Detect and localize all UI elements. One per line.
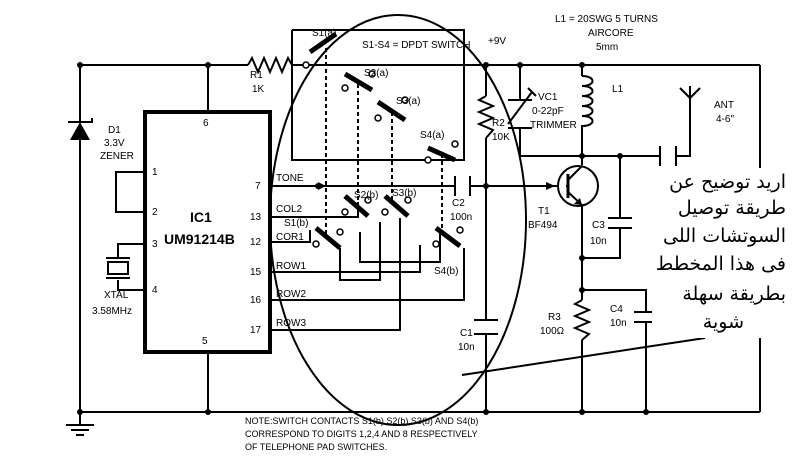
arabic-note-line: بطريقة سهلة — [682, 283, 786, 305]
arrow-icon — [318, 182, 326, 190]
arrow-icon — [546, 182, 555, 190]
l1-spec-line: L1 = 20SWG 5 TURNS — [555, 14, 658, 25]
note-line: NOTE:SWITCH CONTACTS S1(b),S2(b),S3(b) A… — [245, 416, 478, 426]
r2-value-label: 10K — [492, 132, 510, 143]
capacitor-c1 — [474, 319, 498, 335]
c3-ref-label: C3 — [592, 220, 605, 231]
arabic-note-line: فى هذا المخطط — [656, 253, 786, 275]
c2-ref-label: C2 — [452, 198, 465, 209]
c1-value-label: 10n — [458, 342, 475, 353]
resistor-r1 — [247, 55, 293, 75]
pin-label: 1 — [152, 167, 158, 178]
c1-ref-label: C1 — [460, 328, 473, 339]
pin-label: 3 — [152, 239, 158, 250]
switch-label: S4(b) — [434, 266, 458, 277]
ic1-part-label: UM91214B — [164, 231, 235, 247]
ant-label: ANT — [714, 100, 734, 111]
switch-linkages — [325, 48, 443, 236]
crystal-xtal — [106, 257, 130, 279]
note-line: CORRESPOND TO DIGITS 1,2,4 AND 8 RESPECT… — [245, 429, 478, 439]
signal-label-row2: ROW2 — [276, 289, 306, 300]
c3-value-label: 10n — [590, 236, 607, 247]
xtal-ref-label: XTAL — [104, 290, 129, 301]
note-line: OF TELEPHONE PAD SWITCHES. — [245, 442, 387, 452]
signal-label-cor1: COR1 — [276, 232, 304, 243]
switch-label: S2(a) — [364, 68, 388, 79]
l1-ref-label: L1 — [612, 84, 624, 95]
vc1-ref-label: VC1 — [538, 92, 558, 103]
arabic-note-line: طريقة توصيل — [678, 197, 786, 219]
l1-spec-line: 5mm — [596, 42, 618, 53]
r2-ref-label: R2 — [492, 118, 505, 129]
pin-label: 17 — [250, 325, 262, 336]
t1-part-label: BF494 — [528, 220, 558, 231]
l1-spec-line: AIRCORE — [588, 28, 634, 39]
switch-blades — [308, 31, 462, 250]
t1-ref-label: T1 — [538, 206, 550, 217]
ic1-body — [143, 110, 272, 354]
resistor-r3 — [572, 299, 592, 341]
c2-value-label: 100n — [450, 212, 472, 223]
handwritten-pointer — [461, 337, 706, 376]
vc1-type-label: TRIMMER — [530, 120, 577, 131]
wires — [79, 29, 761, 425]
c4-value-label: 10n — [610, 318, 627, 329]
switch-label: S4(a) — [420, 130, 444, 141]
d1-ref-label: D1 — [108, 125, 121, 136]
capacitor-c3 — [608, 217, 632, 229]
r1-ref-label: R1 — [250, 70, 263, 81]
signal-label-row3: ROW3 — [276, 318, 306, 329]
xtal-freq-label: 3.58MHz — [92, 306, 132, 317]
pin-label: 16 — [250, 295, 262, 306]
ic1-ref-label: IC1 — [190, 209, 212, 225]
signal-label-col2: COL2 — [276, 204, 303, 215]
signal-label-tone: TONE — [276, 173, 304, 184]
r3-value-label: 100Ω — [540, 326, 565, 337]
arabic-note-backdrop — [652, 168, 788, 338]
capacitor-c2 — [454, 176, 471, 196]
trimmer-vc1 — [507, 87, 537, 129]
handwritten-ellipse — [269, 14, 527, 426]
switch-label: S1(a) — [312, 28, 336, 39]
resistor-r2 — [476, 95, 496, 139]
inductor-l1 — [581, 75, 594, 130]
switch-label: S2(b) — [354, 190, 378, 201]
c4-ref-label: C4 — [610, 304, 623, 315]
pin-label: 12 — [250, 237, 262, 248]
arabic-note-line: شوية — [703, 311, 744, 333]
d1-voltage-label: 3.3V — [104, 138, 125, 149]
switch-label: S3(a) — [396, 96, 420, 107]
pin-label: 6 — [203, 118, 209, 129]
supply-label: +9V — [488, 36, 506, 47]
pin-label: 5 — [202, 336, 208, 347]
capacitor-c5 — [659, 146, 677, 166]
arabic-note-line: اريد توضيح عن — [669, 171, 786, 193]
d1-type-label: ZENER — [100, 151, 134, 162]
ground-icon — [66, 424, 94, 436]
pin-label: 13 — [250, 212, 262, 223]
arabic-note-line: السوتشات اللى — [663, 225, 786, 247]
ant-length-label: 4-6" — [716, 114, 734, 125]
switch-title-label: S1-S4 = DPDT SWITCH — [362, 40, 470, 51]
switch-label: S1(b) — [284, 218, 308, 229]
r1-value-label: 1K — [252, 84, 265, 95]
r3-ref-label: R3 — [548, 312, 561, 323]
vc1-value-label: 0-22pF — [532, 106, 564, 117]
switch-label: S3(b) — [392, 188, 416, 199]
pin-label: 15 — [250, 267, 262, 278]
signal-label-row1: ROW1 — [276, 261, 306, 272]
transistor-t1 — [557, 165, 599, 207]
zener-diode-d1 — [68, 118, 93, 150]
pin-label: 2 — [152, 207, 158, 218]
pin-label: 4 — [152, 285, 158, 296]
antenna-icon — [679, 86, 701, 99]
switch-contacts — [302, 61, 464, 248]
pin-label: 7 — [255, 181, 261, 192]
